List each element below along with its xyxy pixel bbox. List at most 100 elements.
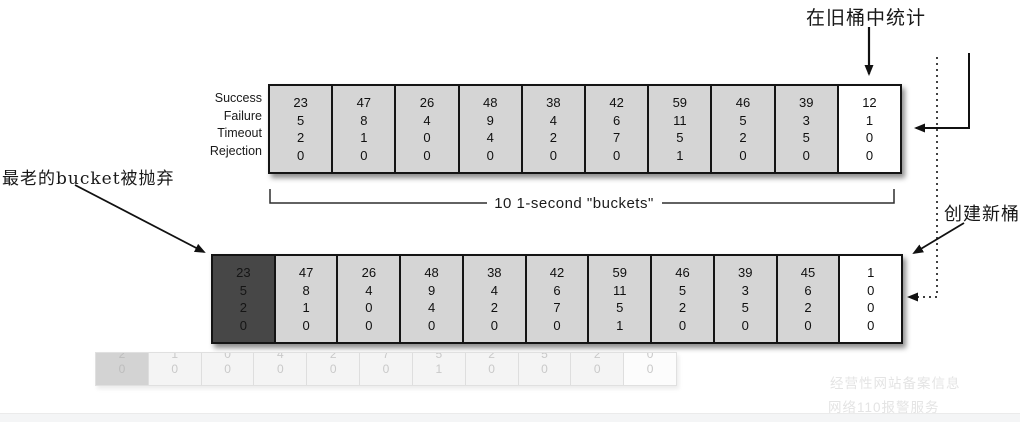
bucket-value: 4 (486, 130, 494, 145)
watermark-line-1: 经营性网站备案信息 (830, 376, 961, 391)
bucket-value: 5 (676, 130, 684, 145)
bucket-value: 0 (224, 352, 231, 361)
bucket-value: 4 (549, 112, 558, 128)
bucket-value: 5 (435, 352, 443, 361)
bucket-value: 39 (798, 95, 814, 110)
bucket-value: 12 (862, 95, 877, 110)
bucket-value: 0 (360, 147, 368, 163)
bucket-value: 0 (549, 147, 558, 163)
bucket-value: 0 (867, 317, 875, 333)
bucket-value: 5 (541, 352, 548, 361)
bucket-value: 2 (118, 352, 126, 361)
bucket-value: 2 (296, 130, 305, 145)
bucket-value: 2 (739, 130, 747, 145)
bucket-value: 0 (490, 317, 498, 333)
bucket-cell: 26 4 0 0 (396, 86, 460, 172)
bucket-value: 2 (678, 300, 687, 315)
bucket-value: 0 (486, 147, 494, 163)
bucket-value: 0 (802, 147, 810, 163)
bucket-value: 0 (646, 362, 654, 376)
bucket-value: 45 (800, 265, 816, 280)
metric-label-failure: Failure (223, 108, 262, 123)
bucket-value: 5 (678, 282, 687, 298)
bucket-value: 5 (741, 300, 749, 315)
bucket-value: 0 (365, 317, 373, 333)
bucket-value: 4 (277, 352, 284, 361)
bracket-caption: 10 1-second "buckets" (494, 195, 654, 212)
bucket-value: 6 (553, 282, 561, 298)
bucket-value: 2 (490, 300, 498, 315)
bucket-value: 26 (419, 95, 435, 110)
bucket-value: 7 (553, 300, 561, 315)
bucket-value: 46 (675, 265, 690, 280)
bucket-cell: 48 9 4 0 (459, 86, 523, 172)
bucket-value: 11 (673, 112, 687, 128)
bucket-value: 1 (865, 112, 874, 128)
bucket-cell: 48 9 4 0 (401, 256, 464, 342)
bucket-value: 0 (739, 147, 747, 163)
bucket-value: 0 (118, 362, 126, 376)
bucket-value: 0 (302, 317, 310, 333)
bucket-value: 59 (612, 265, 627, 280)
bucket-value: 7 (613, 130, 621, 145)
metric-label-timeout: Timeout (217, 126, 262, 140)
bucket-value: 9 (486, 112, 494, 128)
bucket-value: 5 (802, 130, 810, 145)
bucket-value: 26 (361, 265, 377, 280)
bucket-value: 2 (804, 300, 812, 315)
bucket-value: 38 (546, 95, 561, 110)
bucket-value: 4 (490, 282, 498, 298)
bucket-value: 48 (424, 265, 439, 280)
watermark-line-2: 网络110报警服务 (828, 400, 940, 415)
bucket-value: 4 (365, 282, 373, 298)
bucket-value: 48 (482, 95, 498, 110)
bucket-value: 0 (427, 317, 436, 333)
label-count-in-old-bucket: 在旧桶中统计 (806, 7, 927, 29)
bucket-value: 0 (867, 300, 875, 315)
bucket-value: 3 (802, 112, 810, 128)
bucket-value: 0 (741, 317, 749, 333)
bucket-value: 0 (423, 147, 431, 163)
bucket-value: 2 (488, 352, 495, 361)
page-bottom-strip (0, 413, 1020, 422)
bucket-value: 0 (329, 362, 337, 376)
bucket-value: 0 (171, 362, 179, 376)
metric-label-success: Success (214, 91, 262, 105)
bucket-value: 9 (427, 282, 436, 298)
bucket-value: 23 (293, 95, 308, 110)
bucket-value: 47 (356, 95, 372, 110)
bucket-value: 4 (423, 112, 431, 128)
bucket-value: 2 (549, 130, 558, 145)
bucket-value: 5 (739, 112, 747, 128)
bucket-value: 42 (549, 265, 565, 280)
metric-label-rejection: Rejection (209, 143, 262, 158)
bucket-value: 1 (616, 317, 624, 333)
bucket-value: 1 (171, 352, 179, 361)
bucket-value: 59 (672, 95, 688, 110)
bucket-value: 23 (236, 265, 251, 280)
arrow-dotted-shift (907, 57, 938, 302)
bucket-value: 8 (360, 112, 368, 128)
arrow-discard-oldest (74, 184, 206, 253)
bucket-value: 5 (239, 282, 247, 298)
bucket-value: 6 (804, 282, 812, 298)
bucket-value: 0 (423, 130, 431, 145)
bucket-value: 3 (741, 282, 749, 298)
bucket-value: 4 (427, 300, 436, 315)
